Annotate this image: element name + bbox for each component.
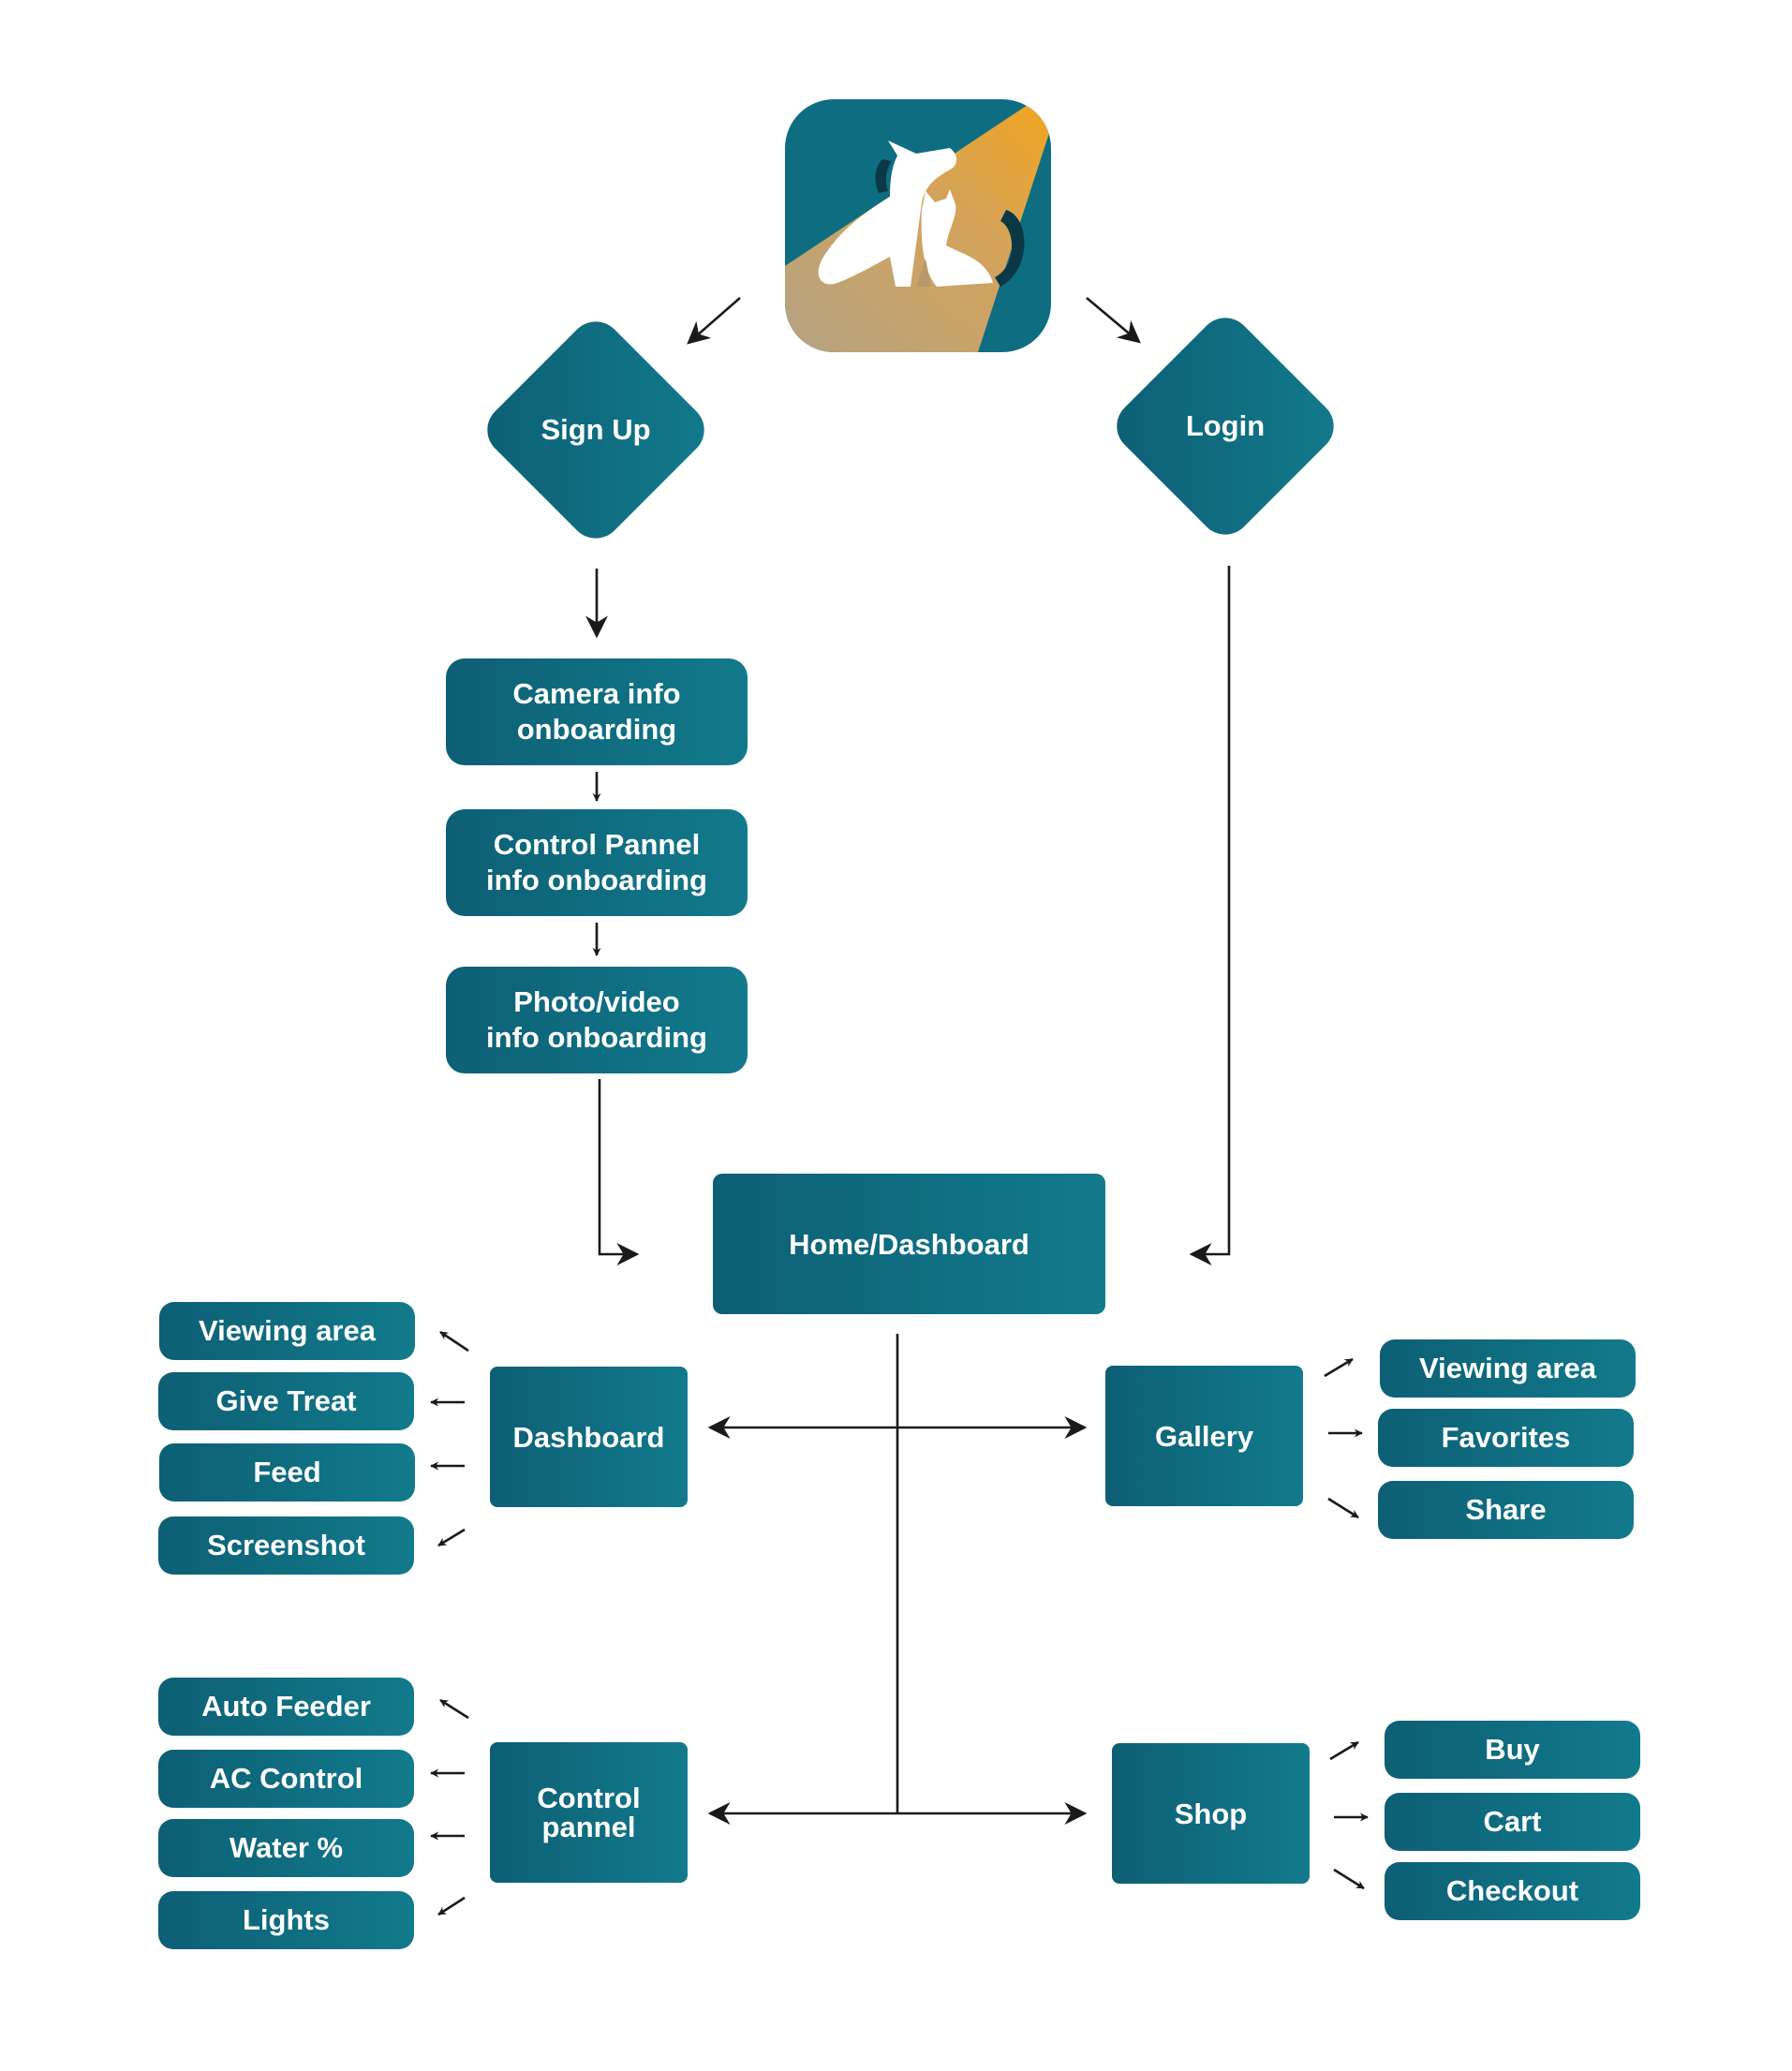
- gallery-item-label: Viewing area: [1419, 1352, 1596, 1384]
- login-diamond[interactable]: Login: [1105, 306, 1345, 546]
- control-pannel-item-label: AC Control: [209, 1762, 363, 1795]
- gallery-node[interactable]: Gallery: [1105, 1366, 1303, 1506]
- dashboard-label: Dashboard: [512, 1420, 665, 1454]
- control-pannel-info-line-2: info onboarding: [486, 864, 707, 896]
- arrow-dash-screenshot: [437, 1528, 466, 1547]
- control-pannel-info-onboarding-label: Control Pannel info onboarding: [486, 827, 707, 898]
- shop-item-buy[interactable]: Buy: [1385, 1721, 1640, 1779]
- dashboard-item-label: Feed: [253, 1456, 321, 1488]
- pet-camera-app-icon: [785, 99, 1051, 352]
- shop-item-cart[interactable]: Cart: [1385, 1793, 1640, 1851]
- shop-item-checkout[interactable]: Checkout: [1385, 1862, 1640, 1920]
- control-pannel-line-1: Control: [537, 1782, 641, 1814]
- shop-node[interactable]: Shop: [1112, 1743, 1310, 1884]
- control-pannel-item-label: Lights: [243, 1903, 330, 1936]
- photo-video-info-onboarding-label: Photo/video info onboarding: [486, 984, 707, 1056]
- arrow-gal-share: [1327, 1497, 1359, 1519]
- arrow-cp-lights: [437, 1896, 466, 1916]
- gallery-label: Gallery: [1154, 1419, 1254, 1453]
- control-pannel-node[interactable]: Control pannel: [490, 1742, 688, 1883]
- arrow-shop-checkout: [1333, 1868, 1365, 1890]
- gallery-item-label: Share: [1465, 1493, 1547, 1526]
- dashboard-item-label: Give Treat: [215, 1384, 357, 1417]
- dashboard-item-feed[interactable]: Feed: [159, 1443, 415, 1501]
- control-pannel-item-label: Water %: [229, 1831, 344, 1864]
- control-pannel-item-lights[interactable]: Lights: [158, 1891, 414, 1949]
- control-pannel-item-ac-control[interactable]: AC Control: [158, 1750, 414, 1808]
- arrow-photo-to-home: [598, 1079, 640, 1265]
- gallery-item-viewing-area[interactable]: Viewing area: [1380, 1339, 1636, 1398]
- dashboard-item-give-treat[interactable]: Give Treat: [158, 1372, 414, 1430]
- shop-item-label: Buy: [1485, 1733, 1540, 1766]
- control-pannel-line-2: pannel: [541, 1811, 636, 1843]
- arrow-shop-buy: [1329, 1740, 1359, 1761]
- dashboard-node[interactable]: Dashboard: [490, 1367, 688, 1507]
- photo-video-info-line-1: Photo/video: [513, 985, 680, 1018]
- dashboard-item-label: Screenshot: [207, 1529, 365, 1561]
- login-label: Login: [1185, 409, 1266, 442]
- shop-item-label: Cart: [1483, 1805, 1542, 1838]
- arrow-cp-autofeeder: [439, 1698, 469, 1720]
- control-pannel-item-water[interactable]: Water %: [158, 1819, 414, 1877]
- arrow-dash-viewing: [439, 1330, 469, 1353]
- photo-video-info-line-2: info onboarding: [486, 1021, 707, 1054]
- arrow-logo-to-signup: [687, 297, 741, 345]
- sign-up-label: Sign Up: [541, 413, 651, 446]
- control-pannel-item-auto-feeder[interactable]: Auto Feeder: [158, 1678, 414, 1736]
- gallery-item-label: Favorites: [1441, 1421, 1571, 1454]
- photo-video-info-onboarding-node[interactable]: Photo/video info onboarding: [446, 967, 748, 1073]
- control-pannel-item-label: Auto Feeder: [201, 1690, 371, 1723]
- gallery-item-favorites[interactable]: Favorites: [1378, 1409, 1634, 1467]
- camera-info-line-2: onboarding: [516, 713, 677, 746]
- control-pannel-info-onboarding-node[interactable]: Control Pannel info onboarding: [446, 809, 748, 916]
- camera-info-onboarding-label: Camera info onboarding: [512, 676, 680, 747]
- dashboard-item-screenshot[interactable]: Screenshot: [158, 1516, 414, 1575]
- control-pannel-label: Control pannel: [537, 1783, 640, 1842]
- dashboard-item-viewing-area[interactable]: Viewing area: [159, 1302, 415, 1360]
- home-dashboard-label: Home/Dashboard: [789, 1227, 1029, 1261]
- shop-item-label: Checkout: [1445, 1874, 1579, 1907]
- shop-label: Shop: [1174, 1797, 1248, 1830]
- dashboard-item-label: Viewing area: [199, 1314, 376, 1347]
- sign-up-diamond[interactable]: Sign Up: [476, 310, 716, 550]
- camera-info-onboarding-node[interactable]: Camera info onboarding: [446, 658, 748, 765]
- arrow-login-to-home: [1189, 566, 1231, 1265]
- camera-info-line-1: Camera info: [512, 677, 681, 710]
- gallery-item-share[interactable]: Share: [1378, 1481, 1634, 1539]
- arrow-logo-to-login: [1086, 297, 1141, 344]
- arrow-gal-viewing: [1324, 1357, 1354, 1378]
- home-dashboard-node[interactable]: Home/Dashboard: [713, 1174, 1105, 1314]
- control-pannel-info-line-1: Control Pannel: [493, 828, 701, 861]
